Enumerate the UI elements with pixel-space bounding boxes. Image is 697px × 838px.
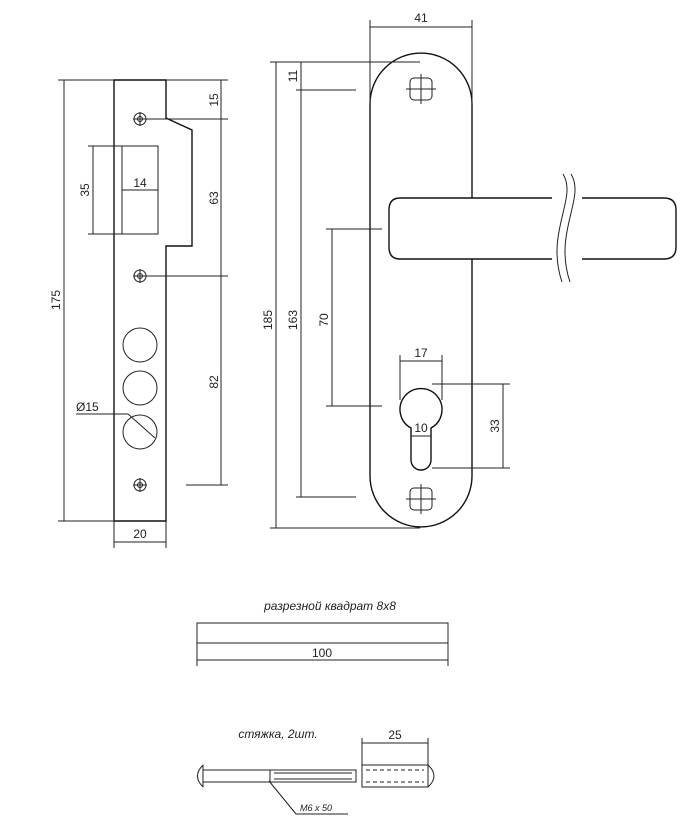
dim-label-185: 185	[261, 310, 275, 330]
handle-plate: 41 185 11 163 70 17 10	[261, 11, 677, 529]
dim-diameter: Ø15	[76, 400, 156, 439]
dim-label-35: 35	[78, 183, 92, 197]
dim-label-10: 10	[414, 421, 428, 435]
break-line-2	[564, 173, 576, 283]
lever-handle	[388, 197, 677, 260]
dim-label-163: 163	[286, 310, 300, 330]
dim-strike-width: 20	[113, 521, 167, 548]
dim-label-82: 82	[207, 375, 221, 389]
spindle-bar	[196, 622, 449, 644]
bolt-sleeve: 25	[361, 728, 435, 788]
dim-strike-right: 15 63 82	[146, 79, 228, 486]
dim-label-15: 15	[207, 93, 221, 107]
bolts-caption: стяжка, 2шт.	[238, 727, 317, 741]
bolt-hole-1	[122, 327, 158, 363]
dim-cylinder: 17 10 33	[399, 346, 510, 469]
connecting-bolts: стяжка, 2шт. 25 M6 x 50	[197, 727, 435, 815]
bolt-hole-2	[122, 370, 158, 406]
dim-label-33: 33	[488, 419, 502, 433]
dim-label-14: 14	[133, 176, 147, 190]
spindle: разрезной квадрат 8x8 100	[196, 599, 449, 666]
dim-label-100: 100	[312, 646, 332, 660]
square-hole-top	[406, 74, 436, 104]
screw-hole-top	[133, 112, 147, 126]
dim-label-d15: Ø15	[76, 400, 99, 414]
screw-hole-middle	[133, 269, 147, 283]
escutcheon-outline	[369, 52, 473, 528]
break-line-1	[556, 173, 568, 283]
square-hole-bottom	[406, 484, 436, 514]
dim-cutout: 35 14	[78, 145, 158, 235]
strike-plate: 175 15 63 82 35 14 Ø15	[49, 79, 228, 548]
thread-leader: M6 x 50	[268, 780, 348, 815]
bolt-screw	[197, 764, 357, 788]
bolt-hole-3	[122, 414, 158, 450]
dim-label-20: 20	[133, 527, 147, 541]
cylinder-cutout	[399, 387, 443, 471]
dim-plate-heights: 185 11 163 70	[261, 61, 420, 529]
dim-label-11: 11	[286, 69, 300, 82]
dim-label-17: 17	[414, 346, 428, 360]
thread-label: M6 x 50	[300, 803, 332, 813]
screw-hole-bottom	[133, 478, 147, 492]
dim-label-70: 70	[317, 313, 331, 327]
dim-strike-height: 175	[49, 79, 114, 522]
dim-label-175: 175	[49, 290, 63, 310]
strike-plate-outline	[113, 79, 193, 522]
dim-label-25: 25	[388, 728, 402, 742]
dim-label-41: 41	[414, 11, 428, 25]
spindle-caption: разрезной квадрат 8x8	[263, 599, 396, 613]
dim-label-63: 63	[207, 191, 221, 205]
